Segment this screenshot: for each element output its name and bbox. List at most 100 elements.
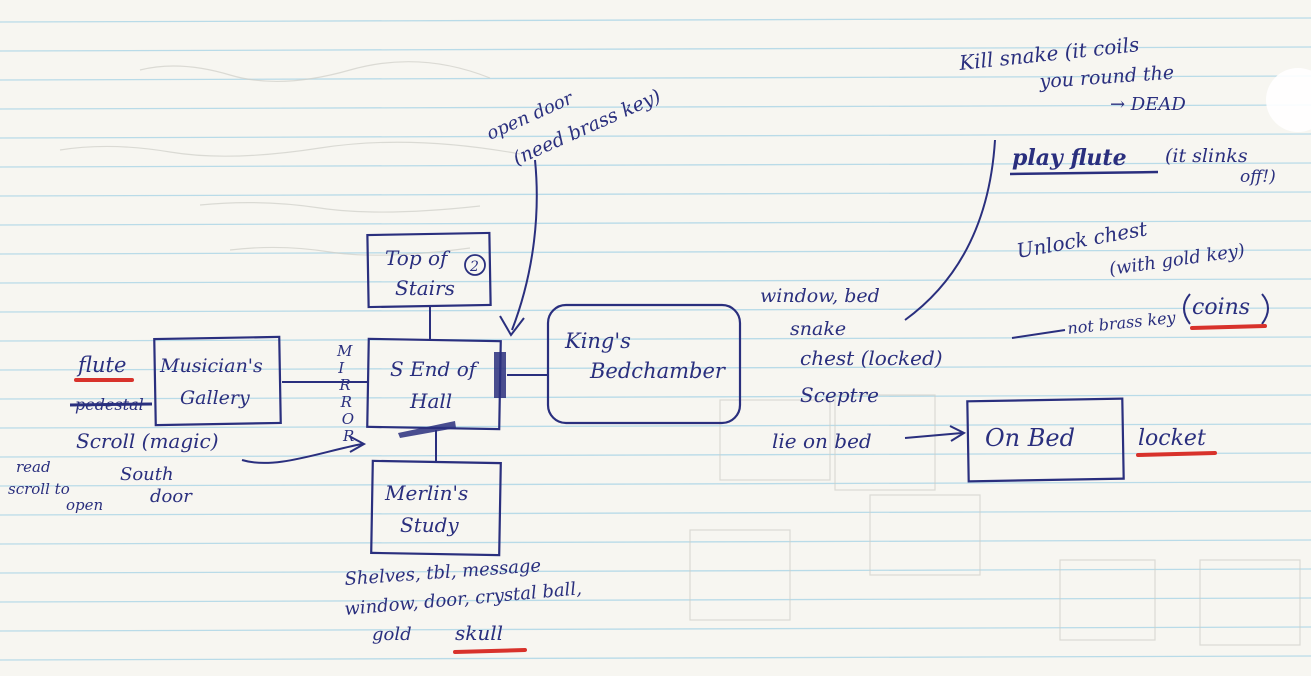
room-box [370, 459, 502, 557]
arrow-open-door [511, 159, 538, 331]
bedchamber-items-line1: window, bed [760, 285, 880, 307]
rule-line [0, 220, 1311, 226]
skull-label: skull [455, 621, 503, 645]
arrow-lie-on-bed [904, 432, 963, 439]
rule-line [0, 46, 1311, 52]
rule-line [0, 655, 1311, 661]
study-items-line3: gold [372, 624, 412, 645]
unlock-chest-line2: (with gold key) [1108, 240, 1246, 280]
play-flute-note2: off!) [1240, 167, 1276, 187]
rule-line [0, 75, 1311, 81]
circled-number-label: 2 [469, 259, 479, 275]
room-top-of-stairs: Top of Stairs 2 [366, 231, 492, 309]
snake-branch-line [904, 139, 996, 321]
mirror-letter: O [342, 410, 354, 428]
open-door-note: open door (need brass key) [483, 85, 665, 170]
play-flute-note1: (it slinks [1165, 145, 1248, 167]
room-label-line2: Hall [409, 389, 452, 413]
kill-snake-line3: → DEAD [1110, 94, 1186, 115]
mirror-letter: I [337, 359, 345, 377]
rule-line [0, 365, 1311, 371]
room-box [366, 337, 502, 431]
connectors [241, 139, 1066, 464]
rule-line [0, 336, 1311, 342]
room-box [966, 397, 1125, 483]
bedchamber-items-line3: chest (locked) [800, 346, 943, 370]
room-label-line1: Top of [385, 246, 451, 270]
kill-snake-line2: you round the [1038, 62, 1175, 93]
room-box [153, 335, 282, 427]
rule-line [0, 568, 1311, 574]
rule-line [0, 278, 1311, 284]
coins-label: coins [1192, 295, 1250, 320]
rule-line [0, 133, 1311, 139]
play-flute-underline [1009, 170, 1159, 176]
room-label-line2: Study [400, 513, 459, 537]
glare-spot [1266, 68, 1311, 132]
room-box [366, 231, 492, 309]
chest-branch-line [1011, 329, 1066, 339]
locket-underline [1136, 451, 1217, 457]
rule-line [0, 104, 1311, 110]
room-label-line1: Merlin's [384, 481, 468, 505]
lie-on-bed-label: lie on bed [772, 429, 872, 453]
rule-line [0, 423, 1311, 429]
rule-line [0, 481, 1311, 487]
room-on-bed: On Bed [966, 397, 1125, 483]
room-merlins-study: Merlin's Study [370, 459, 502, 557]
flute-label: flute [76, 353, 126, 377]
arrow-open-door-head [499, 315, 525, 337]
play-flute-label: play flute [1012, 145, 1127, 171]
ruled-lines [0, 17, 1311, 661]
room-label: On Bed [985, 424, 1075, 452]
south-door-line2: door [150, 486, 193, 507]
mirror-letter: R [342, 427, 354, 445]
not-brass-key-label: not brass key [1066, 308, 1177, 338]
coins-brackets [1183, 293, 1269, 325]
south-door-line1: South [120, 464, 174, 485]
scroll-label: Scroll (magic) [76, 429, 219, 453]
read-scroll-line3: open [66, 496, 103, 514]
bedchamber-items-line2: snake [790, 318, 846, 340]
room-s-end-of-hall: S End of Hall [366, 337, 506, 438]
coins-underline [1190, 324, 1267, 330]
read-scroll-line2: scroll to [8, 480, 70, 498]
rule-line [0, 597, 1311, 603]
room-label-line2: Bedchamber [589, 359, 727, 383]
rule-line [0, 510, 1311, 516]
rule-line [0, 191, 1311, 197]
room-kings-bedchamber: King's Bedchamber [546, 303, 742, 425]
arrow-lie-on-bed-head [949, 425, 967, 442]
mirror-letter: R [340, 393, 352, 411]
room-label-line1: King's [564, 329, 631, 353]
rule-line [0, 394, 1311, 400]
room-label-line1: Musician's [159, 355, 263, 377]
room-box [546, 303, 742, 425]
mirror-letter: R [338, 376, 350, 394]
circled-number [464, 254, 486, 276]
locket-label: locket [1138, 426, 1206, 451]
rule-line [0, 307, 1311, 313]
rule-line [0, 249, 1311, 255]
rule-line [0, 626, 1311, 632]
rule-line [0, 452, 1311, 458]
arrow-scroll-south-head [348, 435, 367, 453]
room-label-line2: Stairs [395, 276, 455, 300]
skull-underline [453, 648, 527, 654]
door-south [398, 421, 456, 438]
arrow-scroll-south [241, 443, 363, 464]
open-door-line2: (need brass key) [510, 85, 665, 170]
mirror-letter: M [336, 342, 353, 360]
faint-pencil-marks [59, 61, 1301, 646]
room-label-line1: S End of [390, 357, 480, 381]
rule-line [0, 162, 1311, 168]
door-east [494, 352, 506, 398]
bedchamber-items-line4: Sceptre [800, 383, 879, 407]
room-musicians-gallery: Musician's Gallery [153, 335, 282, 427]
strike-through [69, 402, 153, 407]
rule-line [0, 17, 1311, 23]
room-label-line2: Gallery [180, 387, 250, 409]
